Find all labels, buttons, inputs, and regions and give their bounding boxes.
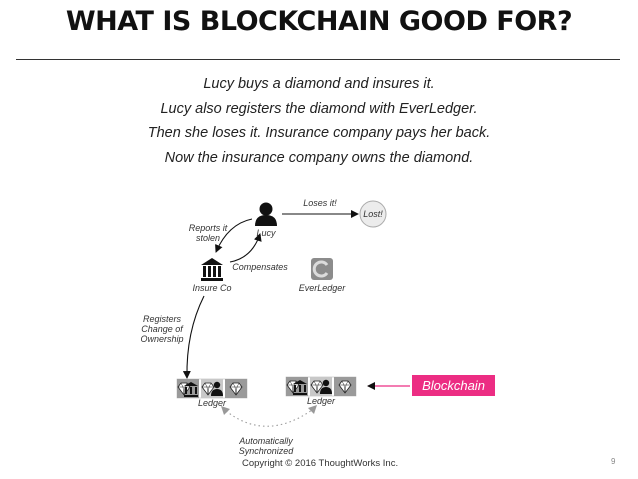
node-label-ledger-left: Ledger bbox=[198, 398, 227, 408]
intro-line: Then she loses it. Insurance company pay… bbox=[147, 125, 491, 141]
slide-title: WHAT IS BLOCKCHAIN GOOD FOR? bbox=[65, 6, 573, 37]
node-label-ledger-right: Ledger bbox=[307, 396, 336, 406]
person-icon bbox=[255, 202, 277, 226]
arrow-head-sync-right bbox=[308, 405, 317, 414]
arrow-registers-ownership bbox=[182, 295, 205, 379]
bank-icon bbox=[201, 258, 223, 281]
blockchain-label: Blockchain bbox=[412, 375, 495, 396]
edge-label-loses-it: Loses it! bbox=[303, 198, 337, 208]
intro-line: Lucy also registers the diamond with Eve… bbox=[160, 100, 478, 117]
intro-line: Now the insurance company owns the diamo… bbox=[164, 149, 474, 166]
arrow-reports-stolen bbox=[215, 218, 253, 253]
edge-label-reports-stolen-1: Reports it bbox=[189, 223, 228, 233]
arrow-compensates bbox=[229, 233, 262, 263]
edge-label-reports-stolen-2: stolen bbox=[196, 233, 220, 243]
ledger-left bbox=[176, 378, 248, 399]
edge-label-registers-2: Change of bbox=[141, 324, 184, 334]
edge-label-auto-sync-2: Synchronized bbox=[239, 446, 295, 456]
intro-text: Lucy buys a diamond and insures it. Lucy… bbox=[0, 72, 638, 170]
edge-label-compensates: Compensates bbox=[232, 262, 288, 272]
page-number: 9 bbox=[611, 457, 616, 466]
ledger-right bbox=[285, 376, 357, 397]
everledger-logo-icon bbox=[311, 258, 333, 280]
edge-label-registers-1: Registers bbox=[143, 314, 182, 324]
arrow-head-sync-left bbox=[221, 406, 230, 415]
intro-line: Lucy buys a diamond and insures it. bbox=[203, 76, 435, 92]
arrow-auto-sync bbox=[225, 409, 313, 427]
lost-node bbox=[359, 200, 387, 228]
title-divider bbox=[16, 59, 620, 60]
node-label-lucy: Lucy bbox=[256, 228, 276, 238]
node-label-everledger: EverLedger bbox=[299, 283, 347, 293]
copyright-footer: Copyright © 2016 ThoughtWorks Inc. bbox=[242, 458, 399, 469]
node-label-insure-co: Insure Co bbox=[192, 283, 231, 293]
edge-label-registers-3: Ownership bbox=[140, 334, 183, 344]
edge-label-auto-sync-1: Automatically bbox=[238, 436, 293, 446]
node-label-lost: Lost! bbox=[363, 209, 383, 219]
